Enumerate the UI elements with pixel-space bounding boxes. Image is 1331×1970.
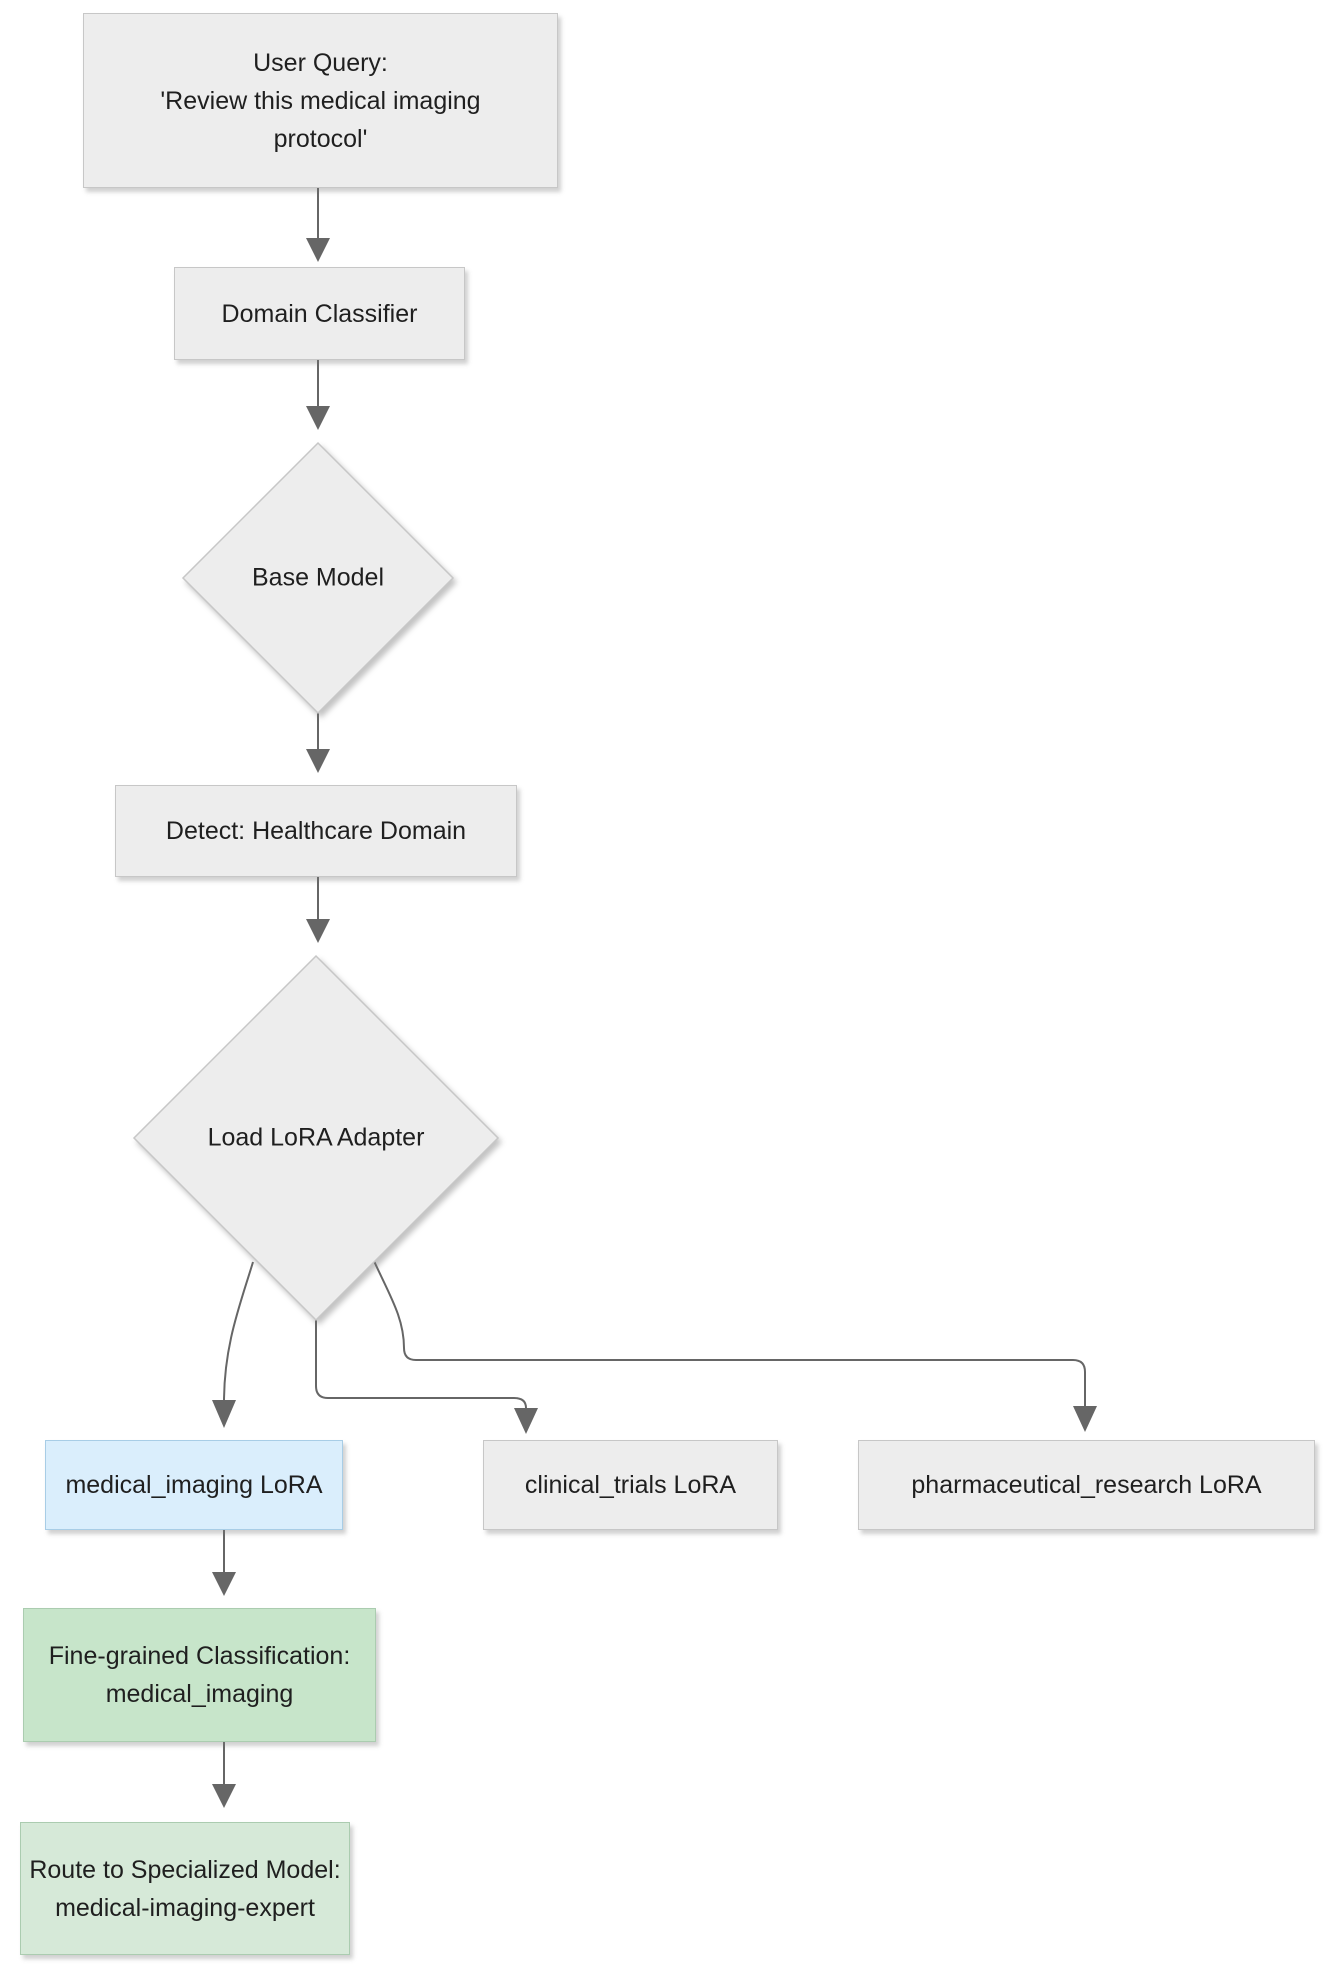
node-route-line1: Route to Specialized Model: — [29, 1855, 341, 1884]
node-user-query-line2: 'Review this medical imaging — [160, 86, 481, 115]
node-domain-classifier-label: Domain Classifier — [221, 299, 418, 328]
node-base-model-label: Base Model — [251, 563, 385, 592]
edge-load-lora-to-clinical — [315, 1318, 527, 1410]
node-load-lora-label: Load LoRA Adapter — [207, 1123, 425, 1152]
node-fine-grained-line1: Fine-grained Classification: — [48, 1642, 351, 1670]
node-user-query: User Query: 'Review this medical imaging… — [83, 13, 558, 188]
node-pharmaceutical-research-lora-label: pharmaceutical_research LoRA — [911, 1471, 1262, 1499]
node-fine-grained-classification: Fine-grained Classification: medical_ima… — [23, 1608, 376, 1742]
arrowhead-route — [212, 1784, 236, 1808]
node-base-model-shape — [181, 441, 455, 715]
node-user-query-line1: User Query: — [253, 48, 388, 77]
load-lora-diamond — [132, 954, 500, 1322]
node-load-lora-shape — [132, 954, 500, 1322]
edge-load-lora-to-medical — [223, 1261, 254, 1403]
arrowhead-detect — [306, 749, 330, 773]
node-detect-label: Detect: Healthcare Domain — [165, 817, 467, 845]
node-fine-grained-line2: medical_imaging — [105, 1680, 294, 1708]
node-user-query-line3: protocol' — [273, 124, 368, 153]
node-medical-imaging-lora: medical_imaging LoRA — [45, 1440, 343, 1530]
arrowhead-base-model — [306, 406, 330, 430]
node-route-line2: medical-imaging-expert — [55, 1893, 315, 1922]
arrowhead-clinical — [514, 1408, 538, 1434]
arrowhead-domain-classifier — [306, 238, 330, 262]
node-clinical-trials-lora: clinical_trials LoRA — [483, 1440, 778, 1530]
base-model-diamond — [181, 441, 455, 715]
node-route-specialized-model: Route to Specialized Model: medical-imag… — [20, 1822, 350, 1955]
node-domain-classifier: Domain Classifier — [174, 267, 465, 360]
arrowhead-medical — [212, 1400, 236, 1428]
edge-load-lora-to-pharma — [373, 1260, 1086, 1408]
arrowhead-fine-grained — [212, 1572, 236, 1596]
node-clinical-trials-lora-label: clinical_trials LoRA — [524, 1471, 737, 1499]
node-medical-imaging-lora-label: medical_imaging LoRA — [65, 1471, 323, 1499]
arrowhead-load-lora — [306, 919, 330, 943]
arrowhead-pharma — [1073, 1406, 1097, 1432]
node-pharmaceutical-research-lora: pharmaceutical_research LoRA — [858, 1440, 1315, 1530]
node-detect: Detect: Healthcare Domain — [115, 785, 517, 877]
